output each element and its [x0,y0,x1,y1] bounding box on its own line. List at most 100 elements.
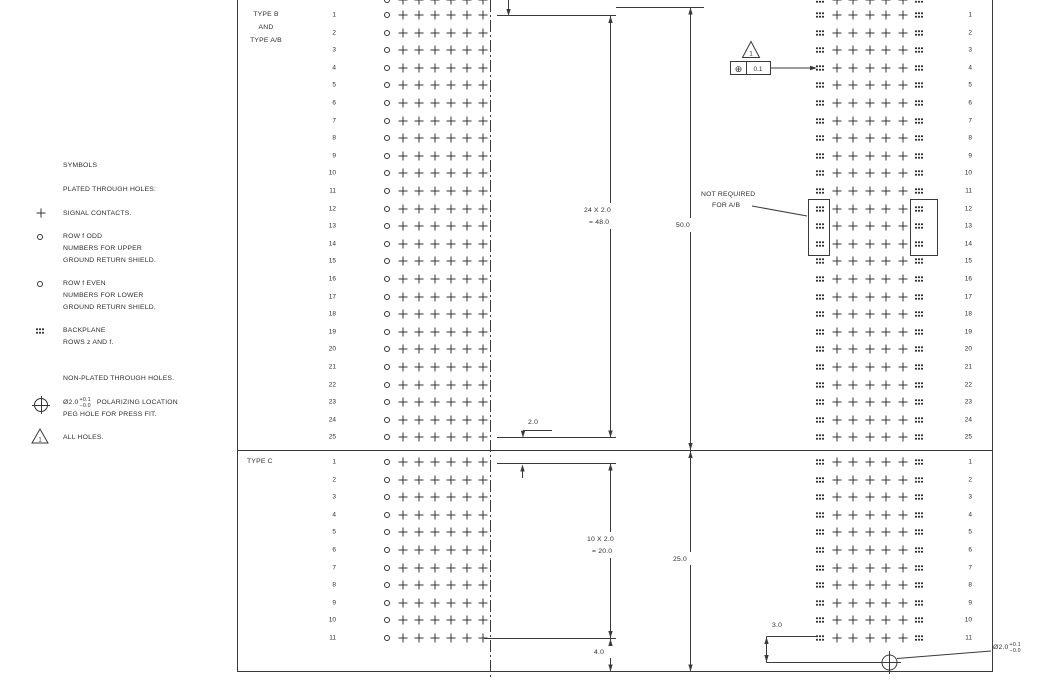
signal-hole-icon [398,28,408,38]
signal-hole-icon [898,475,907,485]
signal-hole-icon [398,0,408,5]
signal-hole-icon [478,527,488,537]
right-row-number: 4 [968,64,972,72]
signal-hole-icon [446,133,456,143]
signal-hole-icon [398,292,408,302]
signal-hole-icon [865,239,874,249]
signal-hole-icon [898,563,907,573]
signal-hole-icon [446,580,456,590]
signal-hole-icon [848,563,858,573]
signal-hole-icon [398,256,408,266]
signal-hole-icon [478,274,488,284]
signal-hole-icon [478,204,488,214]
signal-hole-icon [414,98,424,108]
shield-hole-icon [384,12,390,18]
signal-hole-icon [398,309,408,319]
signal-hole-icon [462,292,472,302]
backplane-hole-icon [815,616,825,624]
backplane-hole-icon [914,81,924,89]
backplane-hole-icon [914,511,924,519]
shield-hole-icon [384,416,390,423]
signal-hole-icon [414,186,424,196]
signal-hole-icon [881,63,891,73]
left-row-number: 13 [328,222,336,230]
signal-hole-icon [478,415,488,425]
signal-hole-icon [430,457,440,467]
signal-hole-icon [430,580,440,590]
signal-hole-icon [478,98,488,108]
dim-overall-c: 25.0 [673,556,688,563]
shield-hole-icon [384,188,390,194]
signal-hole-icon [462,239,472,249]
right-row-number: 10 [964,169,972,177]
signal-hole-icon [832,327,841,337]
signal-hole-icon [414,80,424,90]
signal-hole-icon [446,475,456,485]
dim-edge-c: 4.0 [594,648,605,656]
left-row-number: 7 [332,564,336,572]
backplane-hole-icon [914,0,924,4]
shield-hole-icon [384,381,390,388]
backplane-hole-icon [914,205,924,213]
signal-hole-icon [478,598,488,608]
signal-hole-icon [865,362,874,372]
right-row-number: 10 [964,616,972,624]
signal-hole-icon [462,598,472,608]
signal-hole-icon [430,309,440,319]
signal-hole-icon [446,362,456,372]
all-holes-flag: 1 [31,428,49,444]
signal-hole-icon [446,327,456,337]
signal-hole-icon [398,63,408,73]
shield-hole-icon [384,511,390,518]
signal-hole-icon [414,116,424,126]
signal-hole-icon [881,510,891,520]
signal-hole-icon [865,256,874,266]
backplane-hole-icon [815,117,825,125]
signal-hole-icon [898,580,907,590]
right-row-number: 11 [965,634,972,642]
backplane-hole-icon [815,398,825,406]
left-row-number: 5 [332,528,336,536]
signal-hole-icon [865,580,874,590]
signal-hole-icon [430,28,440,38]
shield-hole-icon [384,152,390,159]
right-row-number: 16 [964,275,972,283]
signal-hole-icon [462,309,472,319]
signal-hole-icon [898,274,907,284]
backplane-hole-icon [815,528,825,536]
signal-hole-icon [430,563,440,573]
signal-hole-icon [865,221,874,231]
signal-hole-icon [446,380,456,390]
signal-hole-icon [865,116,874,126]
signal-hole-icon [478,63,488,73]
right-row-number: 4 [968,511,972,519]
backplane-hole-icon [914,275,924,283]
signal-hole-icon [430,475,440,485]
left-row-number: 2 [332,476,336,484]
signal-hole-icon [881,633,891,643]
not-required-boxes [751,199,938,256]
signal-hole-icon [898,415,907,425]
signal-hole-icon [446,633,456,643]
signal-hole-icon [462,432,472,442]
signal-hole-icon [430,527,440,537]
signal-hole-icon [848,98,858,108]
signal-hole-icon [881,239,891,249]
left-row-number: 10 [328,616,336,624]
signal-hole-icon [881,580,891,590]
signal-hole-icon [430,633,440,643]
left-row-number: 2 [332,29,336,37]
signal-hole-icon [462,256,472,266]
right-row-number: 25 [964,433,972,441]
signal-hole-icon [398,151,408,161]
signal-hole-icon [848,186,858,196]
signal-hole-icon [865,380,874,390]
signal-hole-icon [446,457,456,467]
signal-hole-icon [414,545,424,555]
lower-shield-hole-icon [37,281,43,287]
signal-hole-icon [430,0,440,5]
signal-hole-icon [414,510,424,520]
signal-hole-icon [848,28,858,38]
signal-hole-icon [446,98,456,108]
signal-hole-icon [848,510,858,520]
